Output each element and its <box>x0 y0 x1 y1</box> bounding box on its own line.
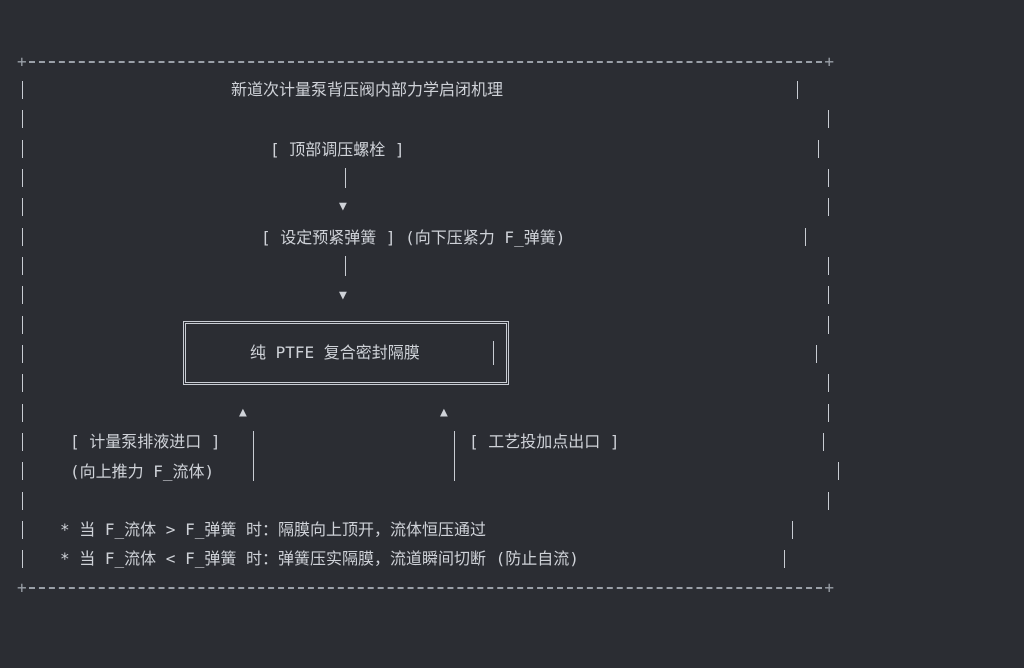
arrow-down-icon: ▼ <box>339 288 347 303</box>
outlet-label: [ 工艺投加点出口 ] <box>469 432 620 451</box>
inlet-channel-wall <box>253 431 254 481</box>
outlet-channel-wall <box>454 431 455 481</box>
connector-line <box>345 256 346 276</box>
membrane-box <box>183 321 509 385</box>
arrow-down-icon: ▼ <box>339 199 347 214</box>
membrane-inner-bar <box>493 341 494 365</box>
top-bolt-label: [ 顶部调压螺栓 ] <box>270 140 405 159</box>
frame-bottom-border: + + <box>17 578 834 598</box>
frame-corner: + <box>17 52 27 71</box>
inlet-label: [ 计量泵排液进口 ] <box>70 432 221 451</box>
diagram-title: 新道次计量泵背压阀内部力学启闭机理 <box>231 80 504 99</box>
spring-label: [ 设定预紧弹簧 ] (向下压紧力 F_弹簧) <box>261 228 566 247</box>
arrow-up-icon: ▲ <box>239 405 247 420</box>
frame-corner: + <box>824 578 834 597</box>
connector-line <box>345 168 346 188</box>
rule-close: * 当 F_流体 < F_弹簧 时：弹簧压实隔膜，流道瞬间切断 (防止自流) <box>60 549 579 568</box>
frame-top-border: + + <box>17 52 834 72</box>
frame-corner: + <box>17 578 27 597</box>
rule-open: * 当 F_流体 > F_弹簧 时：隔膜向上顶开，流体恒压通过 <box>60 520 486 539</box>
arrow-up-icon: ▲ <box>440 405 448 420</box>
inlet-force-label: (向上推力 F_流体) <box>70 462 215 481</box>
frame-corner: + <box>824 52 834 71</box>
membrane-label: 纯 PTFE 复合密封隔膜 <box>250 343 420 362</box>
